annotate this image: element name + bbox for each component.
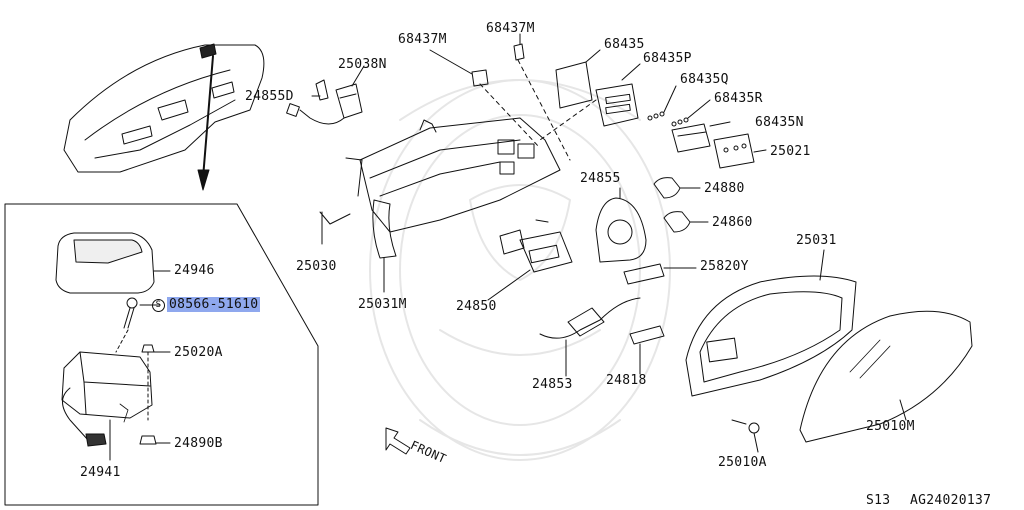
part-24880 bbox=[653, 177, 701, 199]
label-24850: 24850 bbox=[456, 299, 497, 314]
part-25010m-lens bbox=[799, 310, 973, 443]
part-25031-mask bbox=[685, 249, 857, 397]
label-25020a: 25020A bbox=[174, 345, 223, 360]
footer-model: S13 bbox=[866, 493, 891, 508]
part-68435q bbox=[647, 85, 677, 121]
part-24941 bbox=[61, 329, 153, 461]
part-24855d bbox=[311, 79, 329, 101]
inset-frame bbox=[4, 203, 319, 506]
part-24860 bbox=[663, 211, 709, 233]
label-25010a: 25010A bbox=[718, 455, 767, 470]
label-68435n: 68435N bbox=[755, 115, 804, 130]
watermark-emblem bbox=[369, 79, 671, 461]
label-68435p: 68435P bbox=[643, 51, 692, 66]
label-24890b: 24890B bbox=[174, 436, 223, 451]
part-25031m-bezel bbox=[372, 199, 397, 293]
part-24855-gauge-face bbox=[595, 187, 647, 263]
part-68435n bbox=[671, 121, 731, 153]
label-24853: 24853 bbox=[532, 377, 573, 392]
label-25031: 25031 bbox=[796, 233, 837, 248]
label-24855d: 24855D bbox=[245, 89, 294, 104]
label-25010m: 25010M bbox=[866, 419, 915, 434]
part-25820y bbox=[623, 263, 697, 285]
part-24853-harness bbox=[539, 297, 641, 377]
part-68435p bbox=[595, 63, 641, 127]
label-68437m-left: 68437M bbox=[398, 32, 447, 47]
pointer-arrow bbox=[197, 55, 214, 191]
label-25021: 25021 bbox=[770, 144, 811, 159]
part-68437m-left bbox=[429, 49, 489, 87]
label-25820y: 25820Y bbox=[700, 259, 749, 274]
part-25010a-screw bbox=[731, 419, 760, 453]
label-25030: 25030 bbox=[296, 259, 337, 274]
label-25031m: 25031M bbox=[358, 297, 407, 312]
label-24941: 24941 bbox=[80, 465, 121, 480]
label-24855: 24855 bbox=[580, 171, 621, 186]
label-24880: 24880 bbox=[704, 181, 745, 196]
label-68435q: 68435Q bbox=[680, 72, 729, 87]
part-25020a bbox=[141, 344, 171, 421]
highlighted-part-number: 08566-51610 bbox=[167, 297, 261, 312]
part-68437m-right bbox=[513, 33, 525, 61]
label-24946: 24946 bbox=[174, 263, 215, 278]
part-25021 bbox=[713, 133, 767, 169]
footer-code: AG24020137 bbox=[910, 493, 992, 508]
part-25030-housing bbox=[319, 117, 561, 245]
part-24946 bbox=[55, 232, 171, 294]
part-24818 bbox=[629, 325, 665, 375]
guide-lines bbox=[479, 59, 597, 161]
label-25038n: 25038N bbox=[338, 57, 387, 72]
label-24860: 24860 bbox=[712, 215, 753, 230]
part-24850-cluster bbox=[487, 219, 573, 301]
label-24818: 24818 bbox=[606, 373, 647, 388]
label-68435: 68435 bbox=[604, 37, 645, 52]
part-25038n bbox=[286, 65, 365, 125]
dashboard-overview bbox=[63, 43, 265, 173]
front-arrow bbox=[385, 427, 411, 455]
special-part-symbol: S bbox=[152, 299, 165, 312]
part-68435r bbox=[671, 99, 711, 127]
label-68435r: 68435R bbox=[714, 91, 763, 106]
part-24890b bbox=[139, 435, 171, 445]
label-68437m-right: 68437M bbox=[486, 21, 535, 36]
part-68435-board bbox=[555, 49, 601, 109]
